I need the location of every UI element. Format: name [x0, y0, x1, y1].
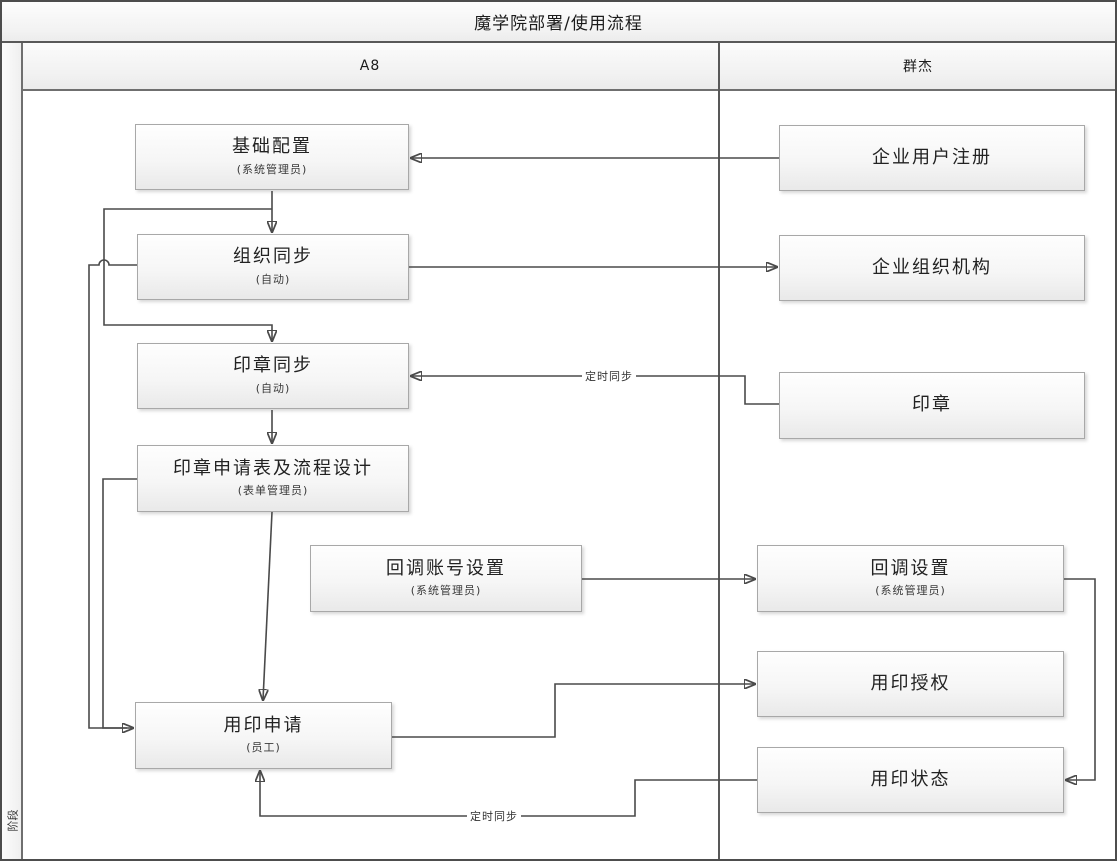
- node-callback-setting: 回调设置 (系统管理员): [757, 545, 1064, 612]
- node-title: 企业用户注册: [872, 146, 992, 168]
- node-subtitle: (员工): [246, 741, 281, 755]
- lane-header-qunjie: 群杰: [721, 43, 1115, 89]
- edge-org-sync-to-seal-apply: [88, 259, 137, 728]
- node-title: 企业组织机构: [872, 256, 992, 278]
- node-seal-form-design: 印章申请表及流程设计 (表单管理员): [137, 445, 409, 512]
- node-title: 印章申请表及流程设计: [173, 457, 373, 479]
- node-seal-auth: 用印授权: [757, 651, 1064, 717]
- node-subtitle: (自动): [255, 272, 291, 286]
- edge-form-design-to-seal-apply-loop: [102, 478, 137, 729]
- phase-strip: 阶段: [2, 43, 23, 859]
- lane-divider: [718, 43, 720, 859]
- lane-label: A8: [359, 58, 381, 74]
- phase-label: 阶段: [6, 809, 20, 832]
- node-subtitle: (自动): [255, 381, 291, 395]
- node-enterprise-register: 企业用户注册: [779, 125, 1085, 191]
- node-title: 组织同步: [233, 246, 313, 268]
- node-title: 回调设置: [870, 557, 951, 579]
- node-seal-apply: 用印申请 (员工): [135, 702, 392, 769]
- node-title: 印章: [912, 394, 952, 416]
- node-seal-status: 用印状态: [757, 747, 1064, 813]
- edge-seal-apply-to-seal-auth: [392, 684, 755, 738]
- node-subtitle: (系统管理员): [875, 584, 946, 598]
- node-title: 用印状态: [870, 768, 951, 790]
- node-enterprise-org: 企业组织机构: [779, 235, 1085, 301]
- node-title: 印章同步: [233, 355, 313, 377]
- diagram-title-bar: 魔学院部署/使用流程: [2, 2, 1115, 43]
- diagram-title: 魔学院部署/使用流程: [474, 14, 643, 34]
- node-title: 回调账号设置: [386, 557, 506, 579]
- node-title: 基础配置: [232, 136, 312, 158]
- lane-header-a8: A8: [23, 43, 717, 89]
- node-seal-sync: 印章同步 (自动): [137, 343, 409, 409]
- node-subtitle: (表单管理员): [237, 484, 309, 498]
- lane-header-row: A8 群杰: [23, 43, 1115, 91]
- node-subtitle: (系统管理员): [410, 584, 482, 598]
- node-seal: 印章: [779, 372, 1085, 439]
- node-org-sync: 组织同步 (自动): [137, 234, 409, 300]
- edge-callback-setting-to-seal-status: [1064, 578, 1096, 780]
- edge-label-timer-sync-seal: 定时同步: [582, 368, 636, 384]
- edge-form-design-to-seal-apply: [263, 511, 273, 700]
- node-callback-account: 回调账号设置 (系统管理员): [310, 545, 582, 612]
- edge-label-timer-sync-status: 定时同步: [467, 808, 521, 824]
- node-title: 用印授权: [870, 672, 951, 694]
- node-title: 用印申请: [223, 714, 304, 736]
- node-basic-config: 基础配置 (系统管理员): [135, 124, 409, 190]
- lane-label: 群杰: [903, 59, 933, 75]
- node-subtitle: (系统管理员): [236, 162, 308, 176]
